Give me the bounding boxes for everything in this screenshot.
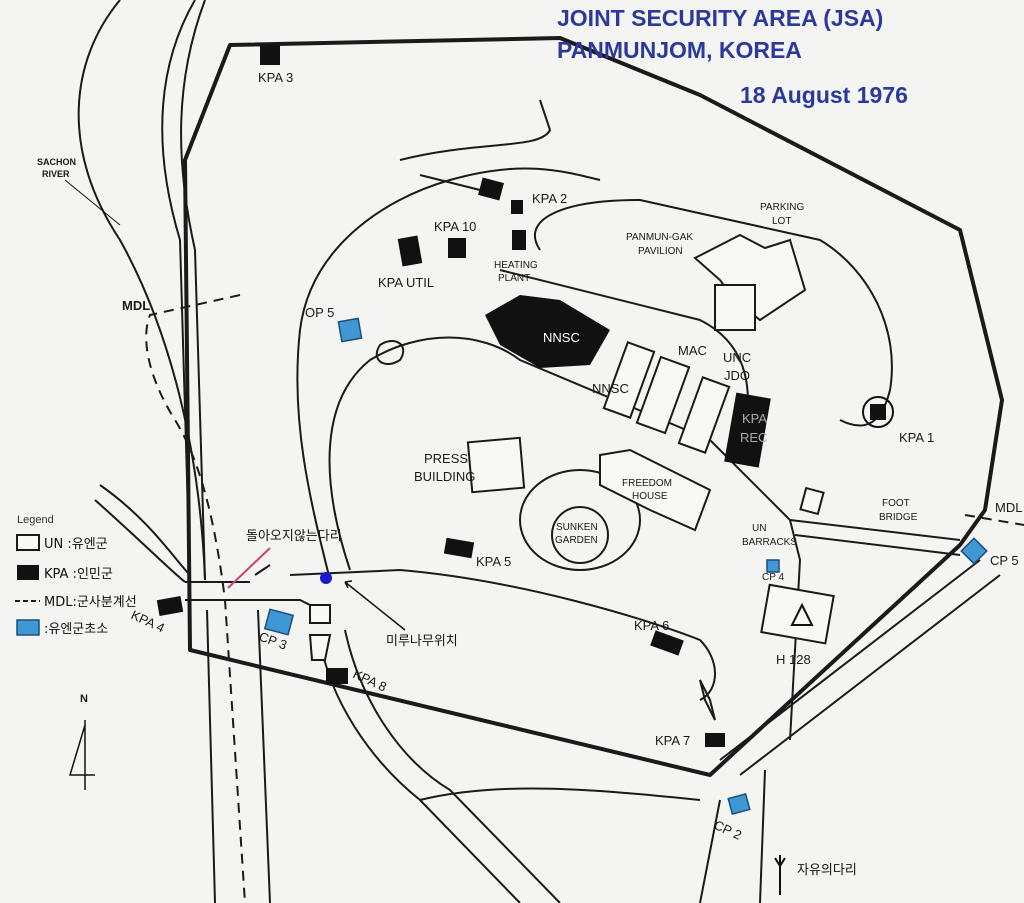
kpa5-post — [443, 537, 475, 559]
map-label: HEATING — [494, 260, 538, 271]
map-label: MDL — [995, 500, 1022, 515]
map-label: 돌아오지않는다리 — [246, 529, 342, 544]
map-label: LOT — [772, 216, 791, 227]
map-label: RIVER — [42, 169, 70, 179]
map-label: Legend — [17, 514, 54, 526]
map-label: SACHON — [37, 157, 76, 167]
map-label: N — [80, 693, 88, 705]
kpa8-post — [326, 668, 348, 684]
kpa-util — [397, 235, 423, 267]
kpa7-post — [705, 733, 725, 747]
map-label: KPA 7 — [655, 733, 690, 748]
cp4-post — [766, 559, 780, 573]
map-label: CP 2 — [712, 817, 744, 843]
map-date: 18 August 1976 — [740, 82, 908, 108]
map-label: SUNKEN — [556, 522, 598, 533]
map-label: REC — [740, 430, 767, 445]
kpa-buildings — [156, 45, 894, 747]
map-label: BRIDGE — [879, 512, 918, 523]
kpa4-post — [156, 596, 184, 616]
map-label: JDO — [724, 368, 750, 383]
map-label: GARDEN — [555, 535, 598, 546]
un-buildings — [308, 233, 835, 661]
jsa-perimeter — [183, 36, 1004, 777]
map-label: MDL:군사분계선 — [44, 595, 137, 610]
map-label: 자유의다리 — [797, 863, 857, 878]
press-building — [466, 436, 526, 494]
map-label: MAC — [678, 343, 707, 358]
freedom-house — [599, 448, 712, 532]
legend-post-swatch — [16, 619, 40, 636]
poplar-arrow — [344, 580, 406, 631]
kpa6-post — [650, 630, 684, 656]
map-label: UNC — [723, 350, 751, 365]
map-label: CP 5 — [990, 553, 1019, 568]
map-title: JOINT SECURITY AREA (JSA) — [557, 5, 883, 31]
map-label: UN — [752, 523, 766, 534]
map-label: HOUSE — [632, 491, 668, 502]
map-label: MDL — [122, 298, 150, 313]
map-label: NNSC — [543, 330, 580, 345]
map-label: BUILDING — [414, 469, 475, 484]
legend-un-swatch — [16, 534, 40, 551]
nnsc-main — [485, 295, 610, 368]
map-label: :유엔군초소 — [44, 622, 108, 637]
nnsc-small — [602, 341, 656, 419]
kpa3-post — [260, 45, 280, 65]
freedom-bridge-arrow-icon — [774, 855, 786, 895]
cp3-post — [263, 608, 295, 636]
roads — [77, 0, 1001, 903]
map-label: CP 4 — [762, 572, 784, 583]
un-posts — [263, 317, 988, 815]
map-label: H 128 — [776, 652, 811, 667]
map-label: PARKING — [760, 202, 804, 213]
poplar-tree-marker — [320, 572, 332, 584]
map-label: FOOT — [882, 498, 910, 509]
mdl-line — [145, 294, 246, 903]
map-label: KPA :인민군 — [44, 567, 113, 582]
map-label: KPA 10 — [434, 219, 476, 234]
map-label: KPA 1 — [899, 430, 934, 445]
map-label: KPA 6 — [634, 618, 669, 633]
mac-building — [635, 355, 691, 435]
mdl-line-east — [964, 514, 1024, 526]
heating-plant — [512, 230, 526, 250]
map-label: OP 5 — [305, 305, 334, 320]
cp2-post — [727, 793, 751, 815]
map-label: KPA UTIL — [378, 275, 434, 290]
map-label: BARRACKS — [742, 537, 797, 548]
bridge-of-no-return-marker — [227, 547, 271, 589]
legend: Legend UN :유엔군 KPA :인민군 MDL:군사분계선 :유엔군초소 — [15, 514, 137, 637]
map-subtitle: PANMUNJOM, KOREA — [557, 37, 802, 63]
map-label: PANMUN-GAK — [626, 232, 693, 243]
map-label: NNSC — [592, 381, 629, 396]
cp5-post — [960, 537, 988, 565]
kpa1-post — [870, 404, 886, 420]
legend-kpa-swatch — [17, 565, 39, 580]
map-label: KPA 3 — [258, 70, 293, 85]
map-label: KPA — [742, 411, 767, 426]
kpa-rec — [724, 392, 771, 468]
kpa10-post — [448, 238, 466, 258]
unc-jdo-building — [677, 376, 731, 454]
kpa2-post — [478, 177, 504, 201]
map-label: PAVILION — [638, 246, 683, 257]
map-label: FREEDOM — [622, 478, 672, 489]
map-label: UN :유엔군 — [44, 537, 108, 552]
north-arrow-icon — [68, 720, 95, 790]
map-label: KPA 5 — [476, 554, 511, 569]
op5-post — [337, 317, 363, 343]
map-label: 미루나무위치 — [386, 634, 458, 649]
map-label: PLANT — [498, 273, 530, 284]
map-label: KPA 2 — [532, 191, 567, 206]
map-label: PRESS — [424, 451, 468, 466]
